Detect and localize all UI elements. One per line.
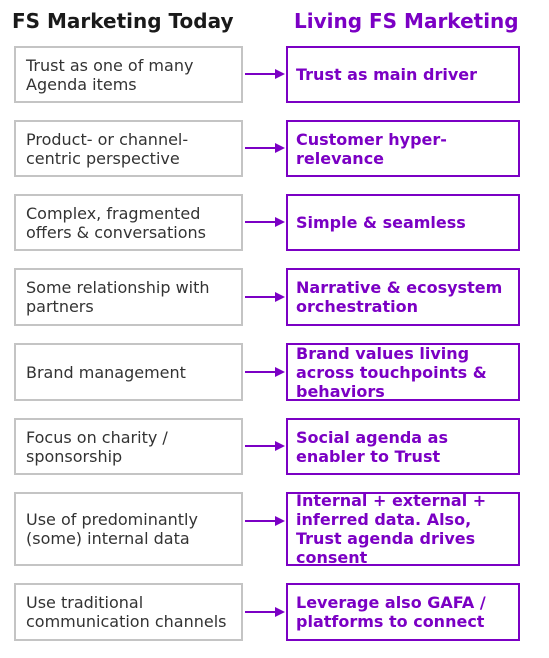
today-box-complex: Complex, fragmented offers & conversatio…: [14, 194, 243, 251]
living-label: Trust as main driver: [296, 65, 477, 84]
today-label: Use traditional communication channels: [26, 593, 227, 631]
living-label: Social agenda as enabler to Trust: [296, 427, 448, 466]
today-label: Trust as one of many Agenda items: [26, 55, 194, 94]
arrow-right-icon: [245, 69, 285, 79]
today-label: Brand management: [26, 362, 186, 382]
arrow-right-icon: [245, 143, 285, 153]
today-box-charity: Focus on charity / sponsorship: [14, 418, 243, 475]
living-box-narrative: Narrative & ecosystem orchestration: [286, 268, 520, 326]
living-box-brand-values: Brand values living across touchpoints &…: [286, 343, 520, 401]
arrow-right-icon: [245, 217, 285, 227]
arrow-right-icon: [245, 441, 285, 451]
living-label: Customer hyper-relevance: [296, 129, 447, 168]
today-box-relationship: Some relationship with partners: [14, 268, 243, 326]
today-box-channels: Use traditional communication channels: [14, 583, 243, 641]
arrow-right-icon: [245, 516, 285, 526]
today-label: Focus on charity / sponsorship: [26, 427, 168, 466]
living-label: Leverage also GAFA / platforms to connec…: [296, 593, 486, 631]
living-box-platforms: Leverage also GAFA / platforms to connec…: [286, 583, 520, 641]
living-label: Simple & seamless: [296, 213, 466, 232]
today-box-trust: Trust as one of many Agenda items: [14, 46, 243, 103]
today-label: Some relationship with partners: [26, 278, 210, 316]
living-label: Narrative & ecosystem orchestration: [296, 278, 503, 316]
today-label: Use of predominantly (some) internal dat…: [26, 510, 198, 548]
living-box-trust: Trust as main driver: [286, 46, 520, 103]
header-fs-marketing-today: FS Marketing Today: [12, 9, 234, 33]
today-box-perspective: Product- or channel-centric perspective: [14, 120, 243, 177]
today-box-brand: Brand management: [14, 343, 243, 401]
living-label: Brand values living across touchpoints &…: [296, 343, 487, 401]
today-box-data: Use of predominantly (some) internal dat…: [14, 492, 243, 566]
living-box-simple: Simple & seamless: [286, 194, 520, 251]
living-box-relevance: Customer hyper-relevance: [286, 120, 520, 177]
arrow-right-icon: [245, 607, 285, 617]
arrow-right-icon: [245, 367, 285, 377]
header-living-fs-marketing: Living FS Marketing: [294, 9, 519, 33]
living-label: Internal + external + inferred data. Als…: [296, 491, 487, 567]
today-label: Product- or channel-centric perspective: [26, 129, 189, 168]
living-box-social: Social agenda as enabler to Trust: [286, 418, 520, 475]
living-box-data: Internal + external + inferred data. Als…: [286, 491, 520, 567]
today-label: Complex, fragmented offers & conversatio…: [26, 203, 206, 242]
arrow-right-icon: [245, 292, 285, 302]
